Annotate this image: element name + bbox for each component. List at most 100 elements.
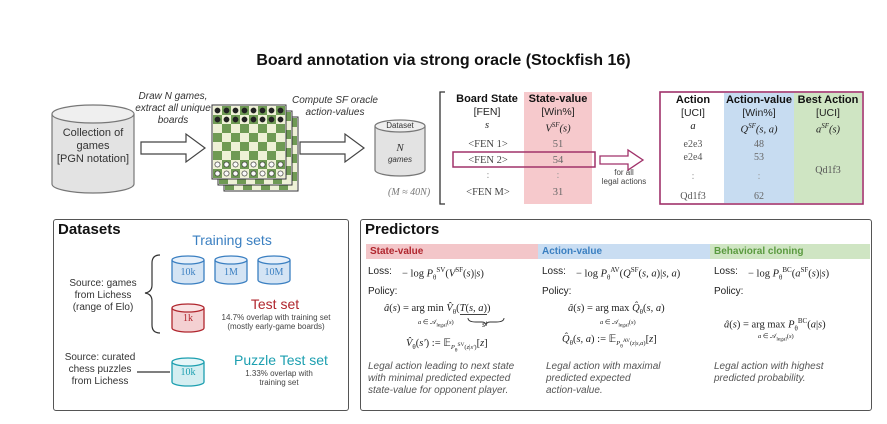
- training-cylinder: [257, 255, 291, 285]
- sv-desc-line-3: state-value for opponent player.: [368, 385, 509, 396]
- compute-note-line-1: Compute SF oracle: [292, 95, 378, 106]
- for-all-line-2: legal actions: [601, 177, 647, 186]
- compute-note-line-2: action-values: [305, 107, 365, 118]
- test-note-line-1: 14.7% overlap with training set: [221, 313, 331, 322]
- state-value-column-bg: [524, 92, 592, 204]
- bc-loss-label: Loss:: [714, 266, 738, 277]
- state-value-var: VSF(s): [545, 121, 571, 135]
- games-source-line-1: Source: games: [69, 278, 137, 289]
- action-value-column-bg: [724, 93, 794, 203]
- draw-note-line-1: Draw N games,: [138, 91, 208, 102]
- puzzle-source: Source: curated chess puzzles from Liche…: [60, 352, 140, 388]
- draw-note: Draw N games, extract all unique boards: [122, 91, 224, 127]
- sv-desc-line-1: Legal action leading to next state: [368, 361, 515, 372]
- sv-policy-label: Policy:: [368, 286, 398, 297]
- sv-brace-under: s′: [482, 320, 487, 329]
- action-var: a: [690, 121, 696, 132]
- action-cell: Qd1f3: [680, 191, 706, 202]
- collection-line-3: [PGN notation]: [56, 153, 130, 165]
- best-action-column-header: Best Action [UCI] aSF(s): [794, 94, 862, 137]
- action-cell: :: [691, 171, 695, 182]
- puzzle-note-line-2: training set: [259, 378, 299, 387]
- puzzle-test-title: Puzzle Test set: [234, 352, 328, 368]
- state-value-sub: [Win%]: [541, 106, 575, 118]
- bc-policy-formula: â(s) = arg max PθBC(a|s): [724, 317, 826, 333]
- av-desc-line-2: predicted expected: [546, 373, 631, 384]
- datasets-title: Datasets: [58, 221, 121, 238]
- bc-loss-formula: − log PθBC(aSF(s)|s): [748, 266, 830, 282]
- action-header: Action: [675, 94, 711, 106]
- action-value-var: QSF(s, a): [740, 122, 778, 136]
- state-value-header: State-value: [528, 93, 588, 105]
- sv-policy-formula: â(s) = arg min V̂θ(T(s, a)): [384, 303, 491, 317]
- arrow-compute-values: [299, 132, 366, 164]
- av-desc-line-3: action-value.: [546, 385, 603, 396]
- action-value-column-header: Action-value [Win%] QSF(s, a): [724, 94, 794, 137]
- action-cell: e2e3: [683, 139, 703, 150]
- test-size: 1k: [183, 313, 193, 324]
- collection-line-2: games: [76, 140, 110, 152]
- test-note: 14.7% overlap with training set (mostly …: [208, 313, 344, 331]
- sv-value-def: V̂θ(s′) := 𝔼PθSV(z|s′)[z]: [406, 338, 488, 354]
- behavioral-cloning-header: Behavioral cloning: [710, 244, 870, 259]
- state-value-cell: 54: [552, 155, 564, 166]
- for-all-line-1: for all: [614, 168, 634, 177]
- state-table-fen-col: <FEN 1> <FEN 2> : <FEN M>: [452, 139, 524, 202]
- training-size-10m: 10M: [264, 267, 284, 278]
- draw-note-line-3: boards: [157, 115, 189, 126]
- sv-desc-line-2: with minimal predicted expected: [368, 373, 511, 384]
- action-cell: e2e4: [683, 152, 703, 163]
- av-policy-under: a ∈ 𝒜legal(s): [600, 319, 636, 329]
- training-cylinder: [214, 255, 248, 285]
- best-action-sub: [UCI]: [816, 107, 840, 119]
- fen2-highlight: [452, 151, 596, 168]
- bc-description: Legal action with highest predicted prob…: [714, 361, 864, 385]
- bc-desc-line-2: predicted probability.: [714, 373, 806, 384]
- puzzle-note: 1.33% overlap with training set: [236, 369, 322, 387]
- test-set-title: Test set: [250, 296, 300, 312]
- collection-cylinder: [51, 104, 135, 194]
- bc-policy-label: Policy:: [714, 286, 744, 297]
- action-value-cell: 62: [754, 191, 764, 202]
- dataset-games: games: [387, 155, 412, 164]
- dataset-label: Dataset: [386, 121, 414, 130]
- board-state-sub: [FEN]: [473, 106, 501, 118]
- chess-board: [211, 104, 287, 180]
- training-size-1m: 1M: [224, 267, 238, 278]
- av-desc-line-1: Legal action with maximal: [546, 361, 661, 372]
- games-source: Source: games from Lichess (range of Elo…: [62, 278, 144, 314]
- bc-desc-line-1: Legal action with highest: [714, 361, 824, 372]
- games-source-line-2: from Lichess: [74, 290, 132, 301]
- av-policy-formula: â(s) = arg max Q̂θ(s, a): [568, 303, 665, 317]
- fen-row: :: [486, 170, 490, 181]
- state-value-cell: :: [556, 170, 560, 181]
- action-table-border: [659, 91, 864, 205]
- av-loss-formula: − log PθAV(QSF(s, a)|s, a): [576, 266, 681, 282]
- board-state-var: s: [484, 120, 490, 131]
- action-value-cell: 48: [754, 139, 764, 150]
- fen-row: <FEN 1>: [468, 139, 508, 150]
- sv-loss-formula: − log PθSV(VSF(s)|s): [402, 266, 484, 282]
- action-value-sub: [Win%]: [742, 107, 776, 119]
- diagram-title: Board annotation via strong oracle (Stoc…: [256, 52, 631, 69]
- action-sub: [UCI]: [681, 107, 705, 119]
- compute-note: Compute SF oracle action-values: [282, 95, 388, 119]
- av-description: Legal action with maximal predicted expe…: [546, 361, 706, 397]
- board-state-column-header: Board State [FEN] s: [450, 93, 524, 132]
- av-loss-label: Loss:: [542, 266, 566, 277]
- av-policy-label: Policy:: [542, 286, 572, 297]
- best-action-var: aSF(s): [815, 122, 841, 136]
- board-state-header: Board State: [456, 93, 518, 105]
- best-action-cell: Qd1f3: [815, 165, 841, 176]
- arrow-draw-games: [140, 132, 207, 164]
- action-col: e2e3 e2e4 : Qd1f3: [662, 139, 724, 204]
- av-value-def: Q̂θ(s, a) := 𝔼PθAV(z|s,a)[z]: [562, 334, 657, 350]
- state-value-cell: 51: [552, 139, 564, 150]
- puzzle-source-line-1: Source: curated: [64, 352, 136, 363]
- predictors-title: Predictors: [365, 221, 440, 238]
- action-value-cell: 53: [754, 152, 764, 163]
- state-value-cell: 31: [552, 187, 564, 198]
- sv-policy-under: a ∈ 𝒜legal(s): [418, 319, 454, 329]
- draw-note-line-2: extract all unique: [135, 103, 211, 114]
